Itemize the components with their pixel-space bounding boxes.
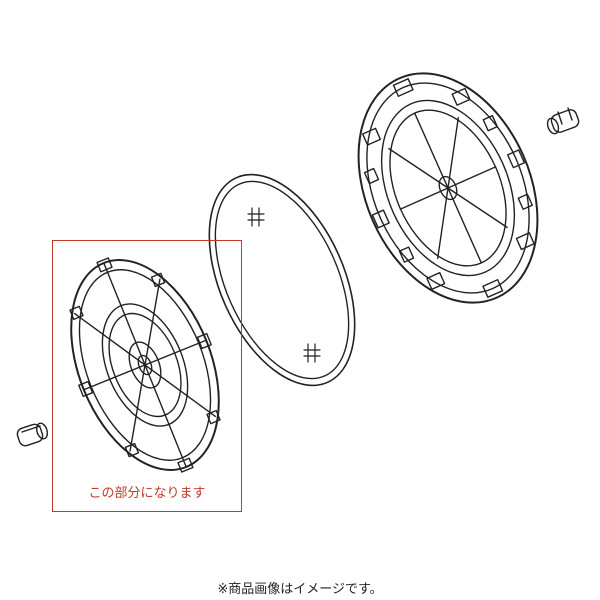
image-disclaimer: ※商品画像はイメージです。 (217, 582, 383, 597)
filter-disc-icon (208, 173, 356, 387)
filter-mark-top (247, 207, 265, 227)
highlight-callout-box: この部分になります (52, 240, 242, 512)
small-cap-left-icon (16, 422, 49, 447)
filter-mark-bottom (303, 343, 321, 363)
callout-label: この部分になります (88, 486, 206, 501)
small-cap-right-icon (546, 107, 580, 135)
front-grille-frame-icon (69, 257, 221, 473)
rear-grille-frame-icon (357, 72, 539, 304)
